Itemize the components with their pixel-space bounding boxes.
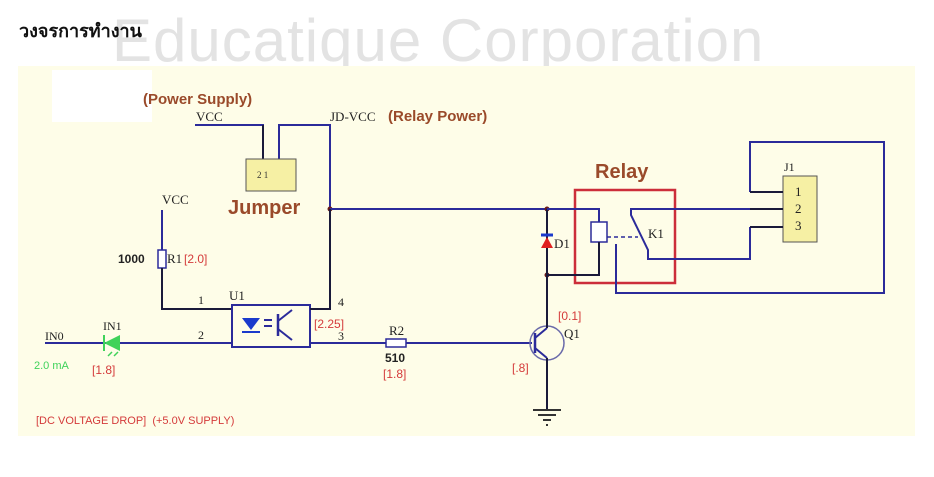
jd-vcc-label: JD-VCC bbox=[330, 109, 376, 124]
wire-r1-to-u1 bbox=[161, 268, 232, 310]
optocoupler-u1 bbox=[231, 304, 311, 348]
wire-coil-top bbox=[547, 208, 600, 222]
u1-name: U1 bbox=[229, 288, 245, 303]
in1-name: IN1 bbox=[103, 319, 122, 333]
relay-box bbox=[573, 188, 677, 285]
q1-emitter bbox=[534, 347, 548, 359]
jumper-pins: 2 1 bbox=[257, 170, 268, 180]
watermark-text: Educatique Corporation bbox=[112, 7, 765, 74]
resistor-r1 bbox=[157, 249, 167, 269]
q1-name: Q1 bbox=[564, 326, 580, 341]
relay-label: Relay bbox=[595, 161, 649, 183]
relay-power-label: (Relay Power) bbox=[388, 108, 487, 125]
wire-k1-common bbox=[630, 208, 751, 260]
diode-d1-icon bbox=[541, 237, 553, 248]
j1-pin-2: 2 bbox=[795, 201, 802, 216]
vcc-left-label: VCC bbox=[162, 192, 189, 207]
u1-voltage: [2.25] bbox=[314, 317, 344, 331]
led-in1-ray-1 bbox=[107, 351, 113, 357]
in1-current: 2.0 mA bbox=[34, 360, 70, 372]
diagram-background bbox=[18, 66, 915, 436]
d1-label: D1 bbox=[554, 236, 570, 251]
terminal-j1 bbox=[782, 175, 818, 243]
relay-coil bbox=[590, 221, 608, 243]
in0-label: IN0 bbox=[45, 329, 64, 343]
u1-pin2: 2 bbox=[198, 328, 204, 342]
opto-led-icon bbox=[242, 318, 260, 330]
footer-note: [DC VOLTAGE DROP] (+5.0V SUPPLY) bbox=[36, 415, 234, 427]
u1-pin1: 1 bbox=[198, 293, 204, 307]
opto-transistor-collector bbox=[277, 309, 293, 322]
led-in1-ray-2 bbox=[113, 351, 119, 357]
led-in1-icon bbox=[104, 335, 120, 351]
wire-u1-pin4 bbox=[310, 209, 331, 310]
j1-pin-3: 3 bbox=[795, 218, 802, 233]
vcc-top-label: VCC bbox=[196, 109, 223, 124]
j1-pin-1: 1 bbox=[795, 184, 802, 199]
power-supply-label: (Power Supply) bbox=[143, 91, 252, 108]
q1-base-voltage: [.8] bbox=[512, 361, 529, 375]
r2-voltage: [1.8] bbox=[383, 367, 406, 381]
u1-pin4: 4 bbox=[338, 295, 344, 309]
resistor-r2 bbox=[385, 338, 407, 348]
j1-name: J1 bbox=[784, 160, 795, 174]
ground-icon bbox=[533, 409, 561, 426]
wire-coil-bottom bbox=[547, 242, 600, 276]
r2-value: 510 bbox=[385, 351, 405, 365]
r1-name: R1 bbox=[167, 251, 182, 266]
k1-label: K1 bbox=[648, 226, 664, 241]
in1-voltage: [1.8] bbox=[92, 363, 115, 377]
q1-collector bbox=[534, 327, 548, 339]
diagram-white-patch bbox=[52, 70, 152, 122]
q1-collector-voltage: [0.1] bbox=[558, 309, 581, 323]
r2-name: R2 bbox=[389, 323, 404, 338]
page-title: วงจรการทำงาน bbox=[19, 21, 142, 42]
r1-value: 1000 bbox=[118, 252, 145, 266]
jumper-block bbox=[245, 158, 297, 192]
wire-k1-nc bbox=[615, 141, 885, 294]
jumper-label: Jumper bbox=[228, 197, 300, 219]
r1-voltage: [2.0] bbox=[184, 252, 207, 266]
opto-transistor-emitter bbox=[277, 328, 293, 341]
u1-pin3: 3 bbox=[338, 329, 344, 343]
